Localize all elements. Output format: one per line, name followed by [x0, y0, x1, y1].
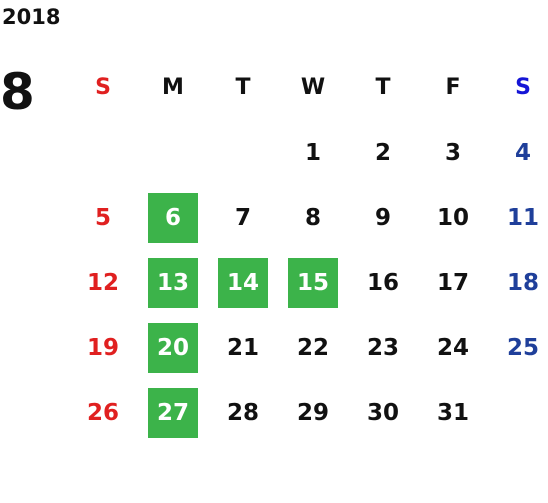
day-cell-highlighted[interactable]: 15 — [278, 250, 348, 315]
day-cell-highlighted[interactable]: 13 — [138, 250, 208, 315]
weekday-friday: F — [445, 75, 461, 100]
day-cell[interactable]: 23 — [366, 334, 399, 361]
day-cell[interactable]: 9 — [374, 204, 391, 231]
day-cell[interactable]: 11 — [506, 204, 539, 231]
day-cell[interactable]: 16 — [366, 269, 399, 296]
day-cell[interactable]: 4 — [514, 139, 531, 166]
day-cell[interactable]: 2 — [374, 139, 391, 166]
day-cell[interactable]: 31 — [436, 399, 469, 426]
day-cell[interactable]: 21 — [226, 334, 259, 361]
day-cell[interactable]: 29 — [296, 399, 329, 426]
day-cell[interactable]: 7 — [234, 204, 251, 231]
day-cell-highlighted[interactable]: 6 — [138, 185, 208, 250]
day-cell-highlighted[interactable]: 20 — [138, 315, 208, 380]
day-cell[interactable]: 30 — [366, 399, 399, 426]
day-cell — [68, 120, 138, 185]
day-cell — [138, 120, 208, 185]
weekday-saturday: S — [515, 75, 531, 100]
weekday-tuesday: T — [235, 75, 251, 100]
weekday-wednesday: W — [300, 75, 326, 100]
weekday-monday: M — [162, 75, 184, 100]
day-cell — [208, 120, 278, 185]
day-cell[interactable]: 1 — [304, 139, 321, 166]
day-cell[interactable]: 3 — [444, 139, 461, 166]
day-cell[interactable]: 22 — [296, 334, 329, 361]
day-cell-highlighted[interactable]: 27 — [138, 380, 208, 445]
day-cell[interactable]: 19 — [86, 334, 119, 361]
day-cell[interactable]: 10 — [436, 204, 469, 231]
day-cell[interactable]: 26 — [86, 399, 119, 426]
day-cell[interactable]: 17 — [436, 269, 469, 296]
day-cell[interactable]: 8 — [304, 204, 321, 231]
day-cell — [488, 380, 548, 445]
day-cell[interactable]: 28 — [226, 399, 259, 426]
day-cell[interactable]: 25 — [506, 334, 539, 361]
day-cell[interactable]: 12 — [86, 269, 119, 296]
day-cell[interactable]: 24 — [436, 334, 469, 361]
year-label: 2018 — [2, 5, 61, 29]
day-cell[interactable]: 18 — [506, 269, 539, 296]
weekday-thursday: T — [375, 75, 391, 100]
day-cell-highlighted[interactable]: 14 — [208, 250, 278, 315]
day-cell[interactable]: 5 — [94, 204, 111, 231]
weekday-sunday: S — [95, 75, 111, 100]
calendar-grid: S M T W T F S 1 2 3 4 5 6 7 8 9 10 11 12… — [68, 55, 548, 445]
month-number: 8 — [0, 63, 35, 121]
